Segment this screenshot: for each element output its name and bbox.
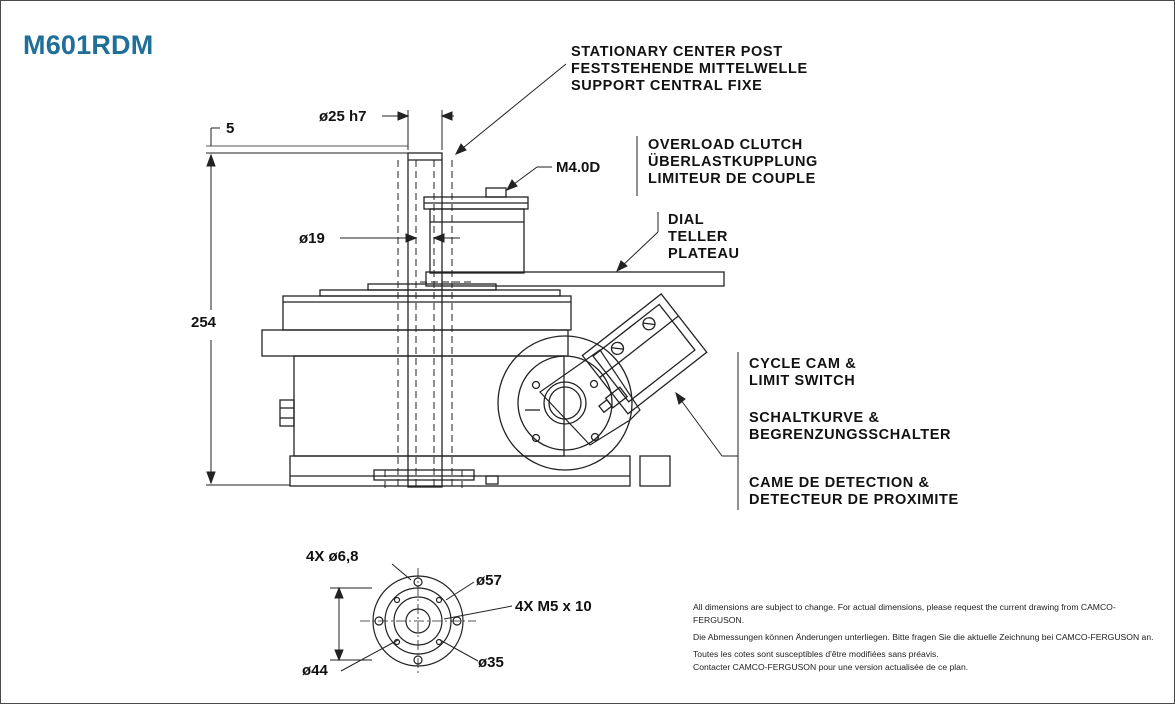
tapped-holes-dim: 4X M5 x 10 <box>515 598 592 615</box>
overload-clutch-label: OVERLOAD CLUTCH ÜBERLASTKUPPLUNG LIMITEU… <box>648 137 818 187</box>
cycle-cam <box>497 335 641 471</box>
disclaimer-notes: All dimensions are subject to change. Fo… <box>693 601 1163 678</box>
cycle-cam-label-en: CYCLE CAM & LIMIT SWITCH <box>749 356 857 389</box>
dial-label: DIAL TELLER PLATEAU <box>668 212 740 262</box>
overload-clutch <box>423 187 529 274</box>
cycle-cam-label-fr: CAME DE DETECTION & DETECTEUR DE PROXIMI… <box>749 475 959 508</box>
note-en: All dimensions are subject to change. Fo… <box>693 602 1116 625</box>
limit-switch <box>581 293 708 415</box>
cycle-cam-label-de: SCHALTKURVE & BEGRENZUNGSSCHALTER <box>749 410 952 443</box>
indexer-base <box>261 289 671 487</box>
top-offset-dim: 5 <box>226 120 235 137</box>
dial-plate <box>425 271 725 287</box>
hole-pattern-dim: 4X ø6,8 <box>306 548 359 565</box>
side-nut <box>279 399 295 427</box>
model-title: M601RDM <box>23 30 154 60</box>
post-diameter-dim: ø25 h7 <box>319 108 367 125</box>
outer-circle-dim: ø57 <box>476 572 502 589</box>
center-post-label: STATIONARY CENTER POST FESTSTEHENDE MITT… <box>571 44 808 94</box>
flange-bottom-view <box>330 563 513 676</box>
inner-circle-dim: ø35 <box>478 654 504 671</box>
note-fr-2: Contacter CAMCO-FERGUSON pour une versio… <box>693 662 969 673</box>
center-post <box>407 152 443 488</box>
note-de: Die Abmessungen können Änderungen unterl… <box>693 631 1154 642</box>
note-fr-1: Toutes les cotes sont susceptibles d'êtr… <box>693 648 939 659</box>
inner-diameter-dim: ø19 <box>299 230 325 247</box>
height-dim: 254 <box>191 314 217 331</box>
base-diameter-dim: ø44 <box>302 662 328 679</box>
thread-dim: M4.0D <box>556 159 601 176</box>
